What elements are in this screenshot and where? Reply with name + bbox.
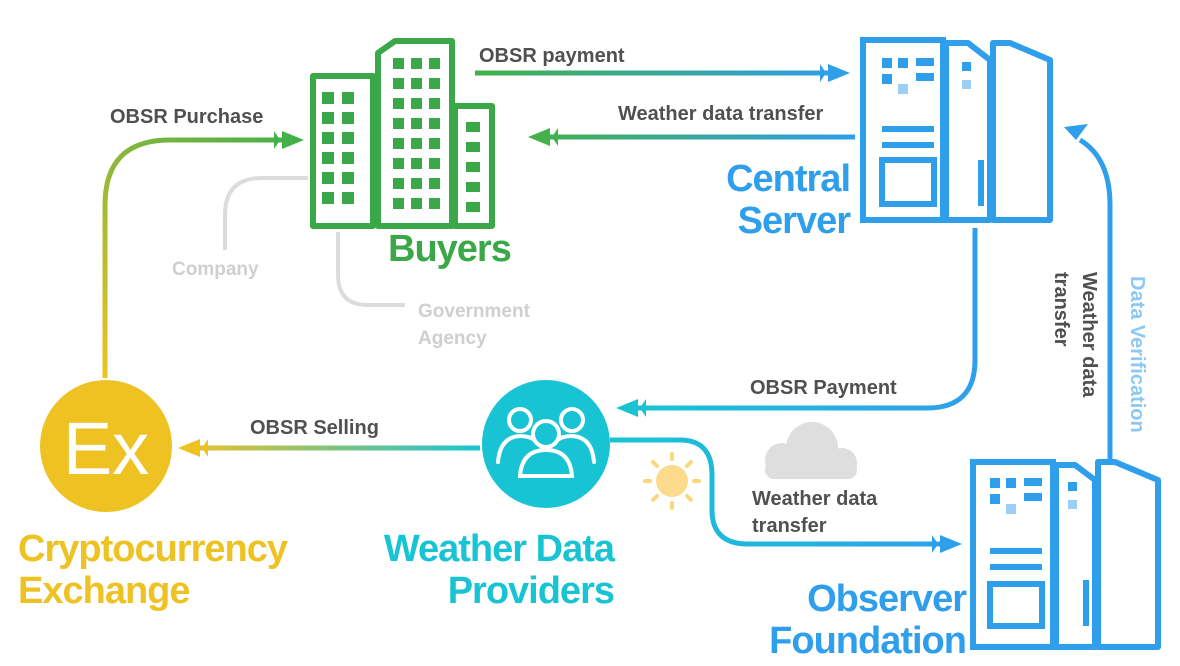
- observer-server-icon: [970, 459, 1161, 650]
- sun-icon: [643, 452, 701, 510]
- government-agency-label: Government Agency: [418, 298, 530, 352]
- weather-transfer-bottom-arrow: [610, 437, 940, 547]
- obsr-purchase-arrowhead: [274, 131, 304, 149]
- obsr-payment-provider-arrowhead: [616, 399, 646, 417]
- central-server-line1: Central: [726, 158, 851, 200]
- obsr-purchase-arrow: [102, 137, 282, 378]
- weather-transfer-bottom-line1: Weather data: [752, 488, 878, 510]
- weather-transfer-bottom-label: Weather data transfer: [752, 486, 877, 540]
- central-server-line2: Server: [737, 200, 851, 242]
- company-link: [223, 176, 308, 250]
- obsr-payment-arrowhead: [820, 64, 850, 82]
- government-label-line1: Government: [418, 301, 530, 322]
- weather-transfer-vertical-line2: transfer: [1050, 272, 1072, 347]
- weather-providers-line1: Weather Data: [383, 528, 615, 570]
- central-server-icon: [860, 37, 1053, 223]
- weather-transfer-bottom-line2: transfer: [752, 515, 827, 537]
- office-buildings-icon: [310, 38, 495, 229]
- data-verification-arrow: [1078, 137, 1113, 462]
- company-label: Company: [172, 259, 259, 280]
- weather-transfer-bottom-arrowhead: [932, 535, 962, 553]
- obsr-purchase-label: OBSR Purchase: [110, 106, 264, 128]
- cloud-icon: [765, 422, 857, 479]
- obsr-payment-provider-label: OBSR Payment: [750, 377, 897, 399]
- government-link: [336, 232, 405, 307]
- buyers-label: Buyers: [388, 228, 512, 270]
- weather-providers-label: Weather Data Providers: [362, 528, 615, 612]
- weather-transfer-top-label: Weather data transfer: [618, 103, 824, 125]
- observer-foundation-label: Observer Foundation: [764, 578, 967, 662]
- obsr-selling-arrowhead: [178, 439, 208, 457]
- observer-foundation-line1: Observer: [807, 578, 967, 620]
- obsr-payment-provider-arrow: [636, 228, 978, 411]
- data-verification-arrowhead: [1064, 124, 1088, 140]
- observer-foundation-line2: Foundation: [769, 620, 967, 662]
- crypto-exchange-line1: Cryptocurrency: [18, 528, 288, 570]
- obsr-selling-label: OBSR Selling: [250, 417, 379, 439]
- weather-transfer-vertical-label: Weather data transfer: [1047, 272, 1103, 397]
- crypto-exchange-label: Cryptocurrency Exchange: [18, 528, 288, 612]
- central-server-label: Central Server: [698, 158, 851, 242]
- weather-transfer-vertical-line1: Weather data: [1078, 272, 1100, 398]
- weather-transfer-top-arrowhead: [528, 128, 558, 146]
- weather-providers-line2: Providers: [447, 570, 615, 612]
- obsr-payment-label: OBSR payment: [479, 45, 625, 67]
- data-verification-label: Data Verification: [1126, 276, 1148, 433]
- government-label-line2: Agency: [418, 328, 487, 349]
- exchange-ex-icon: Ex: [40, 380, 172, 512]
- exchange-icon-text: Ex: [63, 407, 149, 490]
- crypto-exchange-line2: Exchange: [18, 570, 191, 612]
- user-group-icon: [482, 380, 610, 508]
